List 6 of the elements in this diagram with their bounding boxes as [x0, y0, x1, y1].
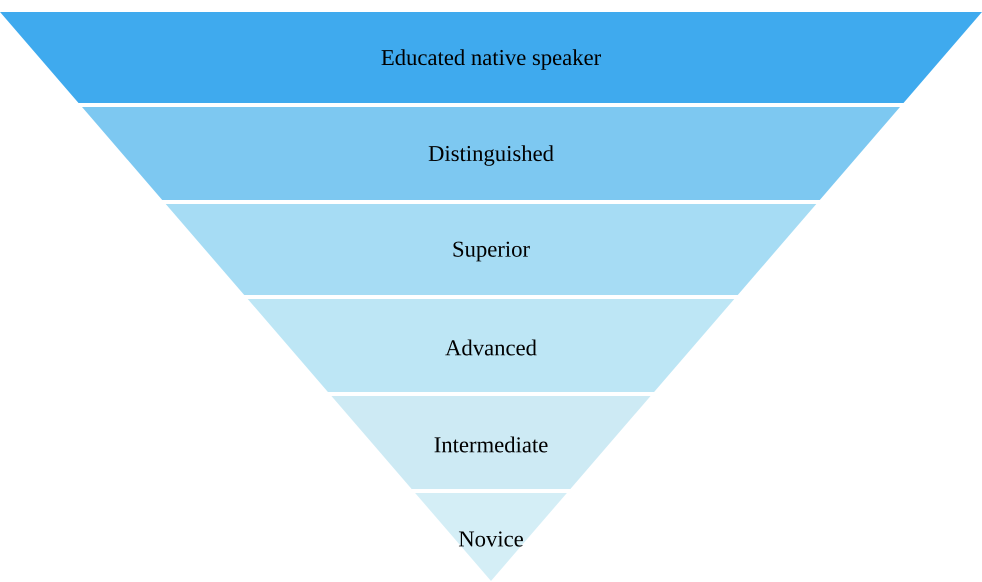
pyramid-level: Advanced	[248, 299, 734, 392]
pyramid-level: Superior	[166, 204, 816, 295]
pyramid-level: Educated native speaker	[0, 12, 982, 103]
pyramid-level: Intermediate	[331, 396, 651, 489]
pyramid-level: Distinguished	[82, 107, 900, 200]
pyramid-level: Novice	[415, 493, 567, 581]
